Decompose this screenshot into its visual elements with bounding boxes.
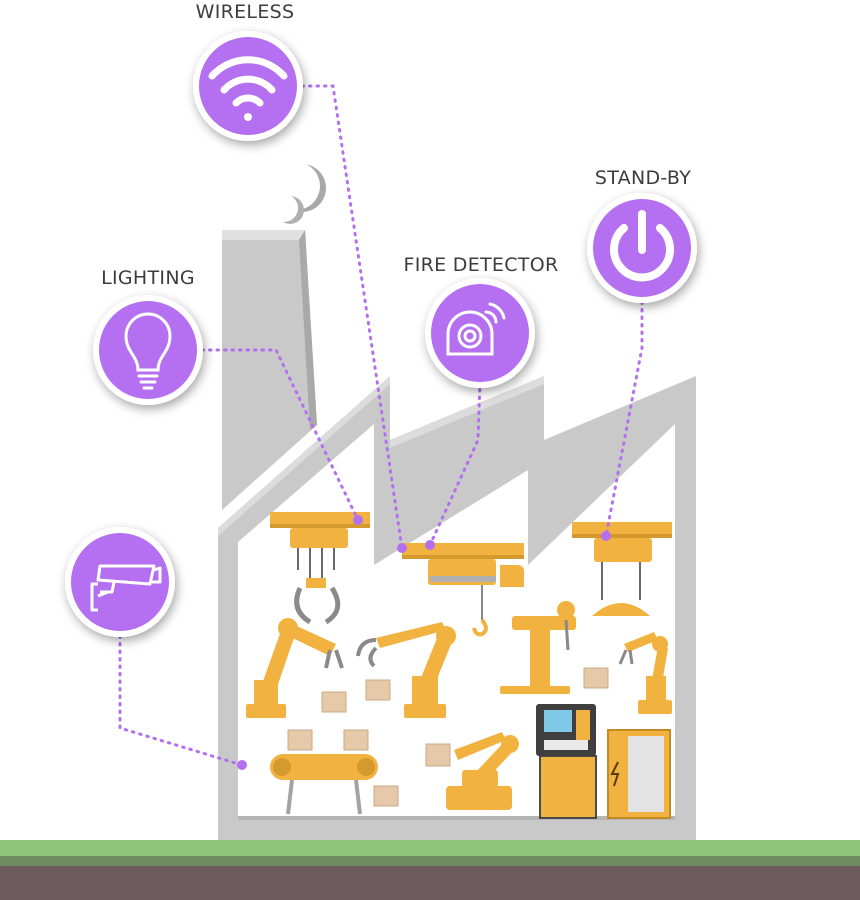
conveyor-belt xyxy=(270,754,378,815)
connector-lines xyxy=(118,84,644,767)
wifi-icon xyxy=(208,56,288,121)
connector-standby xyxy=(604,300,644,538)
connector-wireless xyxy=(300,84,404,550)
power-icon xyxy=(610,210,674,282)
ceiling-crane-left xyxy=(270,512,370,625)
robot-arm-2 xyxy=(356,622,456,718)
standby-label: STAND-BY xyxy=(594,167,692,189)
connector-endpoints xyxy=(237,515,611,770)
connector-lighting xyxy=(200,348,360,522)
lighting-node xyxy=(93,295,203,405)
chimney xyxy=(222,230,317,510)
connector-fire-detector xyxy=(428,380,482,547)
wireless-label: WIRELESS xyxy=(195,1,295,23)
electrical-cabinet xyxy=(607,729,671,819)
ground xyxy=(0,840,860,900)
security-camera-icon xyxy=(90,564,162,612)
robot-arm-1 xyxy=(246,618,344,718)
robot-arm-3 xyxy=(500,601,576,694)
ceiling-crane-right xyxy=(572,522,672,616)
lighting-label: LIGHTING xyxy=(101,267,195,289)
connector-camera xyxy=(118,634,244,767)
control-terminal xyxy=(536,704,597,819)
boxes xyxy=(287,667,609,807)
robot-arm-5 xyxy=(446,732,519,810)
wireless-node xyxy=(193,31,303,141)
fire-detector-icon xyxy=(446,302,506,356)
light-bulb-icon xyxy=(124,312,172,390)
fire-detector-label: FIRE DETECTOR xyxy=(403,254,559,276)
smoke-cloud xyxy=(270,162,326,224)
robot-arm-4 xyxy=(618,632,672,714)
